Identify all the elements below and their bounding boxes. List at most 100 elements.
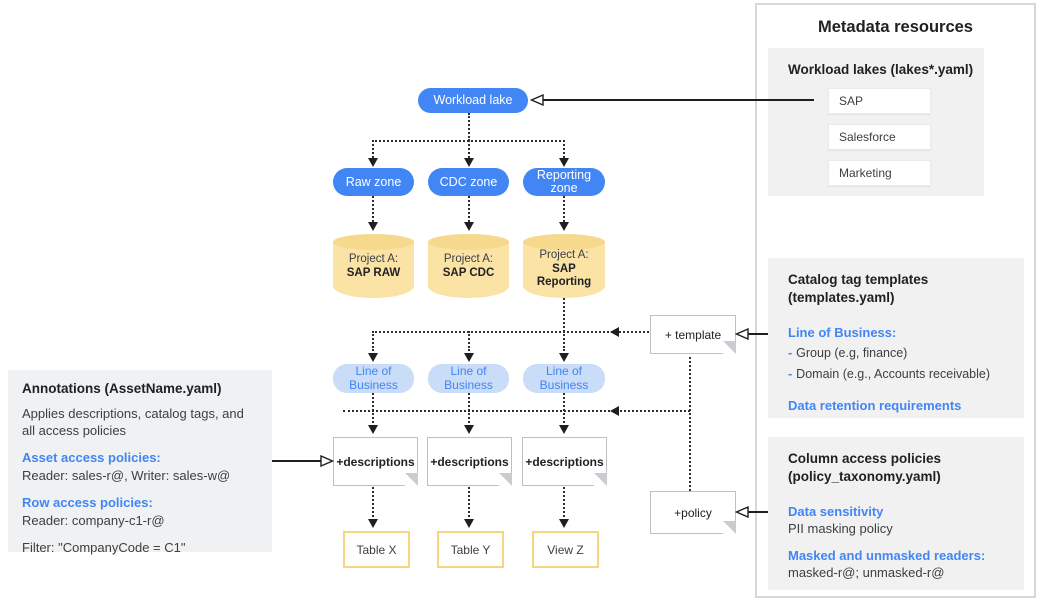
connector-zone3-drop [563, 140, 565, 158]
catalog-templates-section: Catalog tag templates (templates.yaml) L… [768, 258, 1024, 418]
project1-prefix: Project A: [348, 253, 399, 265]
arrowhead-lob3-icon [559, 353, 569, 362]
retention-heading: Data retention requirements [788, 398, 962, 413]
project2-name: SAP CDC [442, 266, 495, 279]
open-arrowhead-left-icon [734, 327, 749, 341]
reporting-zone-node: Reporting zone [523, 168, 605, 196]
connector-table2-drop [468, 484, 470, 517]
bullet-dash-icon: - [788, 367, 793, 381]
arrowhead-template-to-lob-icon [610, 327, 619, 337]
workload-lakes-section: Workload lakes (lakes*.yaml) SAP Salesfo… [768, 48, 984, 196]
descriptions2-note: +descriptions [427, 437, 512, 486]
lob3-node: Line of Business [523, 364, 605, 393]
arrow-sap-to-lake [543, 99, 814, 101]
data-sensitivity-heading: Data sensitivity [788, 504, 884, 519]
policy-note: +policy [650, 491, 736, 534]
annotations-panel: Annotations (AssetName.yaml) Applies des… [8, 370, 272, 555]
filter-value: Filter: "CompanyCode = C1" [22, 540, 186, 555]
arrowhead-cyl2-icon [464, 222, 474, 231]
project3-name: SAP Reporting [536, 262, 592, 289]
project1-name: SAP RAW [346, 266, 401, 279]
annotations-title: Annotations (AssetName.yaml) [22, 381, 222, 396]
arrowhead-lob1-icon [368, 353, 378, 362]
catalog-templates-title-line2: (templates.yaml) [788, 290, 895, 305]
lob-bullet-domain: -Domain (e.g., Accounts receivable) [788, 364, 1024, 385]
descriptions3-label: +descriptions [525, 454, 604, 469]
arrow-catalog-to-template [748, 333, 768, 335]
descriptions2-label: +descriptions [430, 454, 509, 469]
arrowhead-desc2-icon [464, 425, 474, 434]
cylinder-body [333, 242, 414, 298]
template-label: + template [664, 327, 722, 342]
column-policies-title-line2: (policy_taxonomy.yaml) [788, 469, 941, 484]
lob1-label: Line of Business [349, 364, 398, 392]
cdc-zone-label: CDC zone [439, 174, 498, 189]
policy-label: +policy [674, 505, 712, 520]
arrowhead-template-to-assets-icon [610, 406, 619, 416]
connector-lob2-drop [468, 331, 470, 351]
project2-prefix: Project A: [443, 253, 494, 265]
workload-lake-label: Workload lake [433, 93, 513, 107]
row-access-policies-heading: Row access policies: [22, 495, 153, 510]
cylinder-body [523, 242, 605, 298]
readers-value: masked-r@; unmasked-r@ [788, 565, 945, 580]
view-z-label: View Z [547, 542, 584, 557]
lob2-label: Line of Business [444, 364, 493, 392]
arrow-policies-to-policy [748, 511, 768, 513]
workload-lake-node: Workload lake [418, 88, 528, 113]
connector-cyl2 [468, 196, 470, 222]
cdc-zone-node: CDC zone [428, 168, 509, 196]
asset-access-policies-value: Reader: sales-r@, Writer: sales-w@ [22, 468, 231, 483]
lob-bullet-group: -Group (e.g, finance) [788, 343, 1024, 364]
arrowhead-table3-icon [559, 519, 569, 528]
open-arrowhead-left-icon [734, 505, 749, 519]
lake-item-marketing: Marketing [828, 160, 931, 186]
arrow-annotations-to-descriptions [272, 460, 321, 462]
lob-bullet-domain-label: Domain (e.g., Accounts receivable) [796, 367, 991, 381]
arrowhead-table1-icon [368, 519, 378, 528]
table-y-label: Table Y [450, 542, 491, 557]
project-sap-cdc-cylinder: Project A: SAP CDC [428, 234, 509, 298]
open-arrowhead-right-icon [320, 454, 335, 468]
lake-item-sap-label: SAP [839, 94, 864, 108]
arrowhead-desc1-icon [368, 425, 378, 434]
connector-lob3-drop [563, 331, 565, 351]
connector-cyl3 [563, 196, 565, 222]
raw-zone-node: Raw zone [333, 168, 414, 196]
arrowhead-zone3-icon [559, 158, 569, 167]
lake-item-salesforce-label: Salesforce [839, 130, 896, 144]
template-note: + template [650, 315, 736, 354]
project-sap-reporting-cylinder: Project A: SAP Reporting [523, 234, 605, 298]
cylinder-top [428, 234, 509, 250]
arrowhead-zone1-icon [368, 158, 378, 167]
connector-lob-distribution [372, 331, 649, 333]
arrowhead-lob2-icon [464, 353, 474, 362]
connector-desc2-drop [468, 393, 470, 423]
open-arrowhead-left-icon [529, 93, 544, 107]
column-policies-title-line1: Column access policies [788, 451, 942, 466]
readers-heading: Masked and unmasked readers: [788, 548, 986, 563]
connector-asset-distribution [343, 410, 690, 412]
lob1-node: Line of Business [333, 364, 414, 393]
workload-lakes-title: Workload lakes (lakes*.yaml) [788, 62, 974, 77]
connector-zone1-drop [372, 140, 374, 158]
annotations-description: Applies descriptions, catalog tags, and … [22, 406, 244, 438]
lob-heading: Line of Business: [788, 325, 897, 340]
reporting-zone-label: Reporting zone [536, 168, 592, 195]
connector-table1-drop [372, 484, 374, 517]
lob3-label: Line of Business [539, 364, 589, 392]
asset-access-policies-heading: Asset access policies: [22, 450, 161, 465]
arrowhead-cyl3-icon [559, 222, 569, 231]
data-sensitivity-value: PII masking policy [788, 521, 893, 536]
metadata-resources-panel: Metadata resources Workload lakes (lakes… [755, 3, 1036, 598]
connector-table3-drop [563, 484, 565, 517]
arrowhead-desc3-icon [559, 425, 569, 434]
lob-bullet-group-label: Group (e.g, finance) [796, 346, 908, 360]
cylinder-top [333, 234, 414, 250]
table-x-label: Table X [356, 542, 397, 557]
column-policies-section: Column access policies (policy_taxonomy.… [768, 437, 1024, 590]
view-z-node: View Z [532, 531, 599, 568]
arrowhead-zone2-icon [464, 158, 474, 167]
arrowhead-cyl1-icon [368, 222, 378, 231]
connector-desc3-drop [563, 393, 565, 423]
